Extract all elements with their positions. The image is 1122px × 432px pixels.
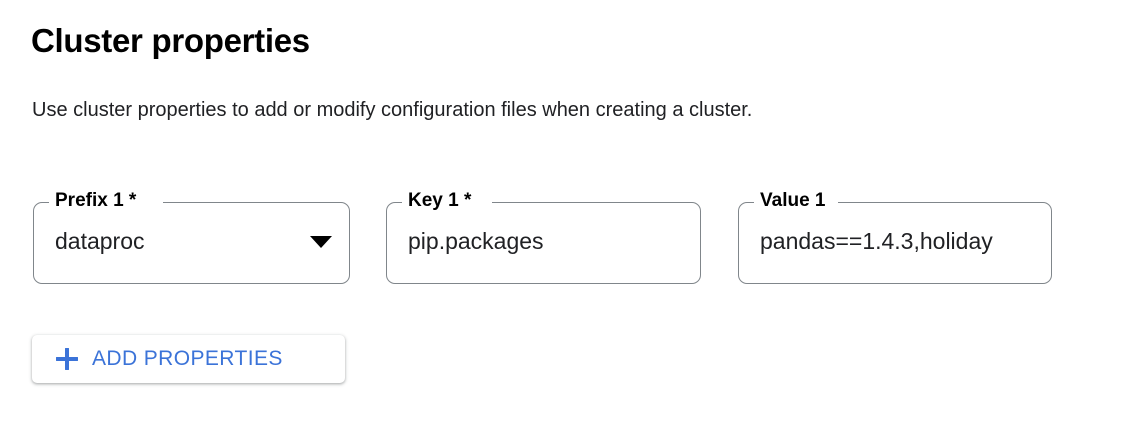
field-label-notch (754, 200, 838, 205)
page-description: Use cluster properties to add or modify … (32, 99, 753, 121)
key-1-label: Key 1 * (408, 190, 472, 211)
key-1-field[interactable]: Key 1 * pip.packages (386, 190, 701, 284)
chevron-down-icon[interactable] (310, 236, 332, 248)
add-properties-label: ADD PROPERTIES (92, 347, 283, 370)
value-1-field[interactable]: Value 1 pandas==1.4.3,holiday (738, 190, 1052, 284)
field-label-notch (49, 200, 163, 205)
value-1-input[interactable]: pandas==1.4.3,holiday (760, 228, 993, 254)
value-1-label: Value 1 (760, 190, 826, 211)
field-label-notch (402, 200, 492, 205)
prefix-1-label: Prefix 1 * (55, 190, 137, 211)
plus-icon (56, 348, 78, 370)
prefix-1-select[interactable]: Prefix 1 * dataproc (33, 190, 350, 284)
prefix-1-value[interactable]: dataproc (55, 228, 145, 254)
add-properties-button[interactable]: ADD PROPERTIES (32, 335, 345, 383)
page-title: Cluster properties (31, 22, 310, 59)
key-1-input[interactable]: pip.packages (408, 228, 544, 254)
